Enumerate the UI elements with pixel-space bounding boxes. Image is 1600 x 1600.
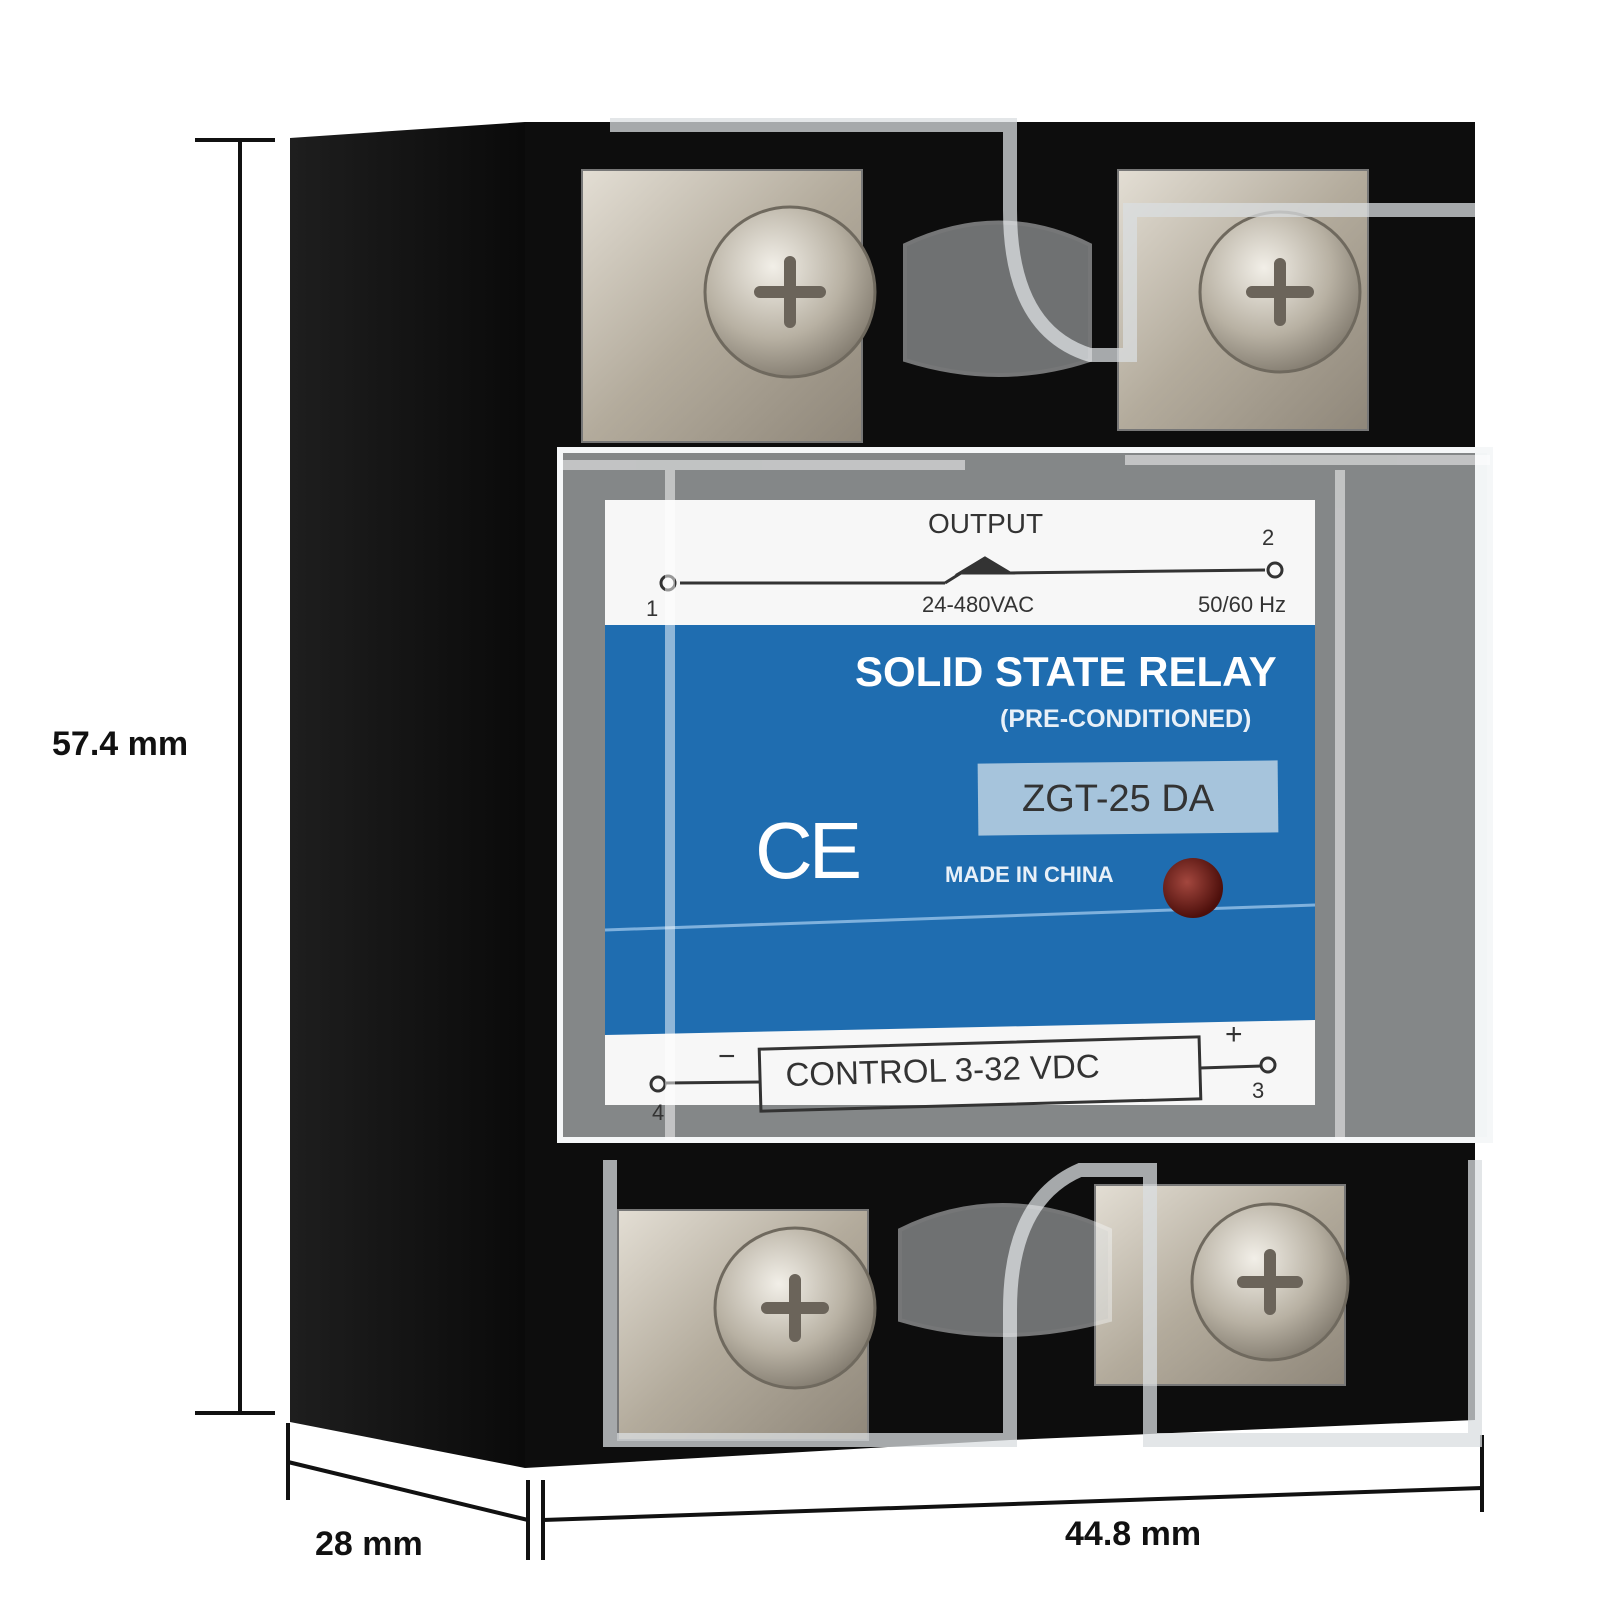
depth-dimension-label: 28 mm — [315, 1525, 423, 1563]
frequency: 50/60 Hz — [1198, 592, 1287, 617]
terminal-4-label: 4 — [652, 1100, 665, 1125]
model-number: ZGT-25 DA — [1022, 778, 1215, 820]
product-name: SOLID STATE RELAY — [855, 648, 1277, 695]
cover-reflections — [560, 455, 1490, 1140]
width-dimension-label: 44.8 mm — [1065, 1515, 1202, 1553]
output-schematic — [659, 556, 1284, 592]
dimension-lines — [195, 138, 1484, 1560]
model-plate — [977, 760, 1279, 836]
status-led — [1163, 858, 1223, 918]
terminal-3-label: 3 — [1252, 1078, 1265, 1103]
screw-icon — [1190, 1202, 1350, 1362]
housing-side — [290, 122, 525, 1468]
ce-mark-icon: CE — [755, 806, 862, 895]
screw-icon — [703, 205, 877, 379]
height-dimension-label: 57.4 mm — [52, 725, 189, 763]
terminal-1-label: 1 — [646, 596, 659, 621]
terminal-2-label: 2 — [1262, 525, 1275, 550]
origin-text: MADE IN CHINA — [945, 862, 1114, 887]
screw-icon — [713, 1226, 877, 1390]
label-blue-band — [605, 625, 1315, 1035]
screws — [703, 205, 1362, 1390]
product-subtitle: (PRE-CONDITIONED) — [1000, 705, 1252, 733]
output-voltage: 24-480VAC — [922, 592, 1035, 617]
screw-icon — [1198, 210, 1362, 374]
plus-sign: + — [1225, 1018, 1243, 1051]
minus-sign: − — [718, 1040, 736, 1073]
output-title: OUTPUT — [928, 508, 1044, 539]
